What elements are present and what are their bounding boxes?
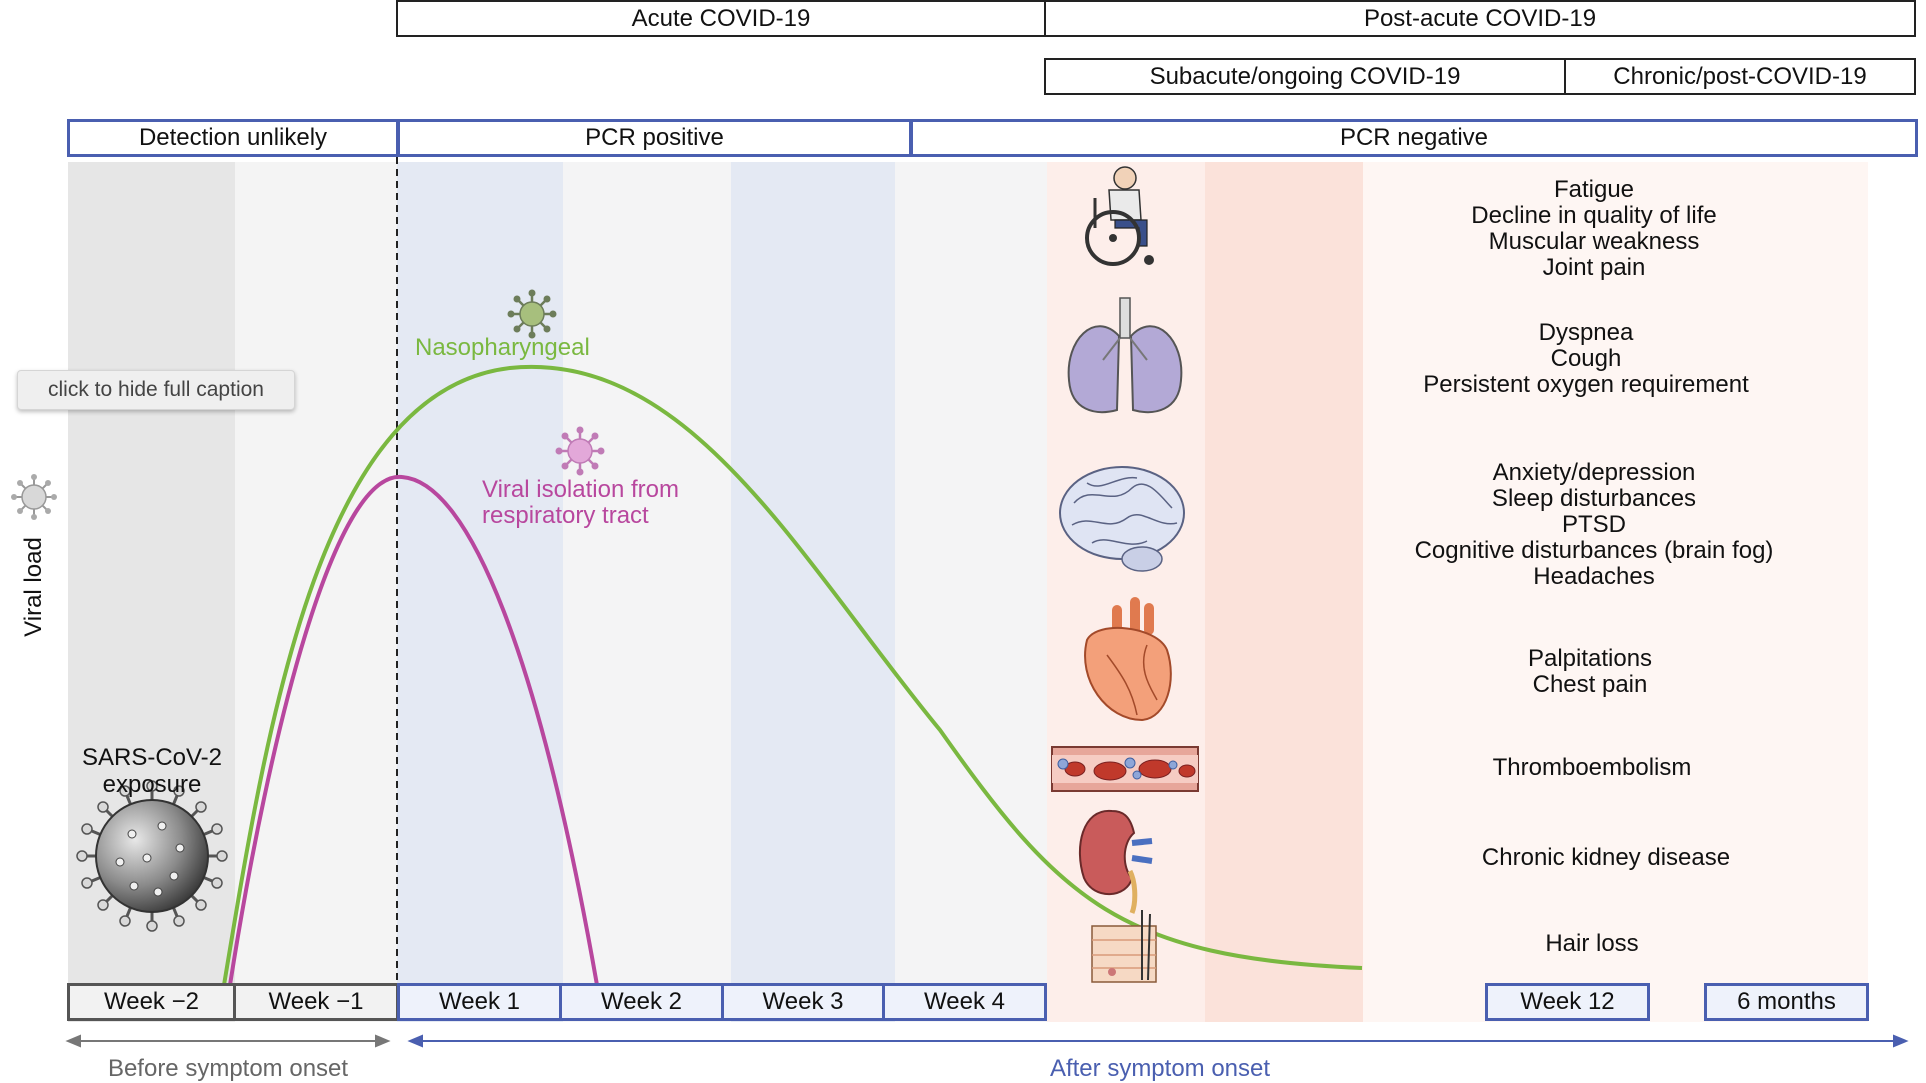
viral-isolation-curve (228, 474, 599, 986)
week-4-box: Week 4 (882, 983, 1047, 1021)
symptom-group-general: Fatigue Decline in quality of life Muscu… (1471, 177, 1716, 281)
pcr-positive-label: PCR positive (585, 124, 724, 151)
symptom-item: Muscular weakness (1488, 228, 1700, 255)
symptom-item: Chest pain (1532, 671, 1648, 698)
week-12-box: Week 12 (1485, 983, 1650, 1021)
hide-caption-button[interactable]: click to hide full caption (17, 370, 295, 410)
viral-isolation-label-line1: Viral isolation from (482, 476, 679, 503)
heart-icon (1084, 597, 1172, 722)
band-week2 (563, 162, 731, 1022)
week-label: 6 months (1737, 988, 1836, 1015)
wheelchair-icon (1085, 166, 1154, 266)
blood-vessel-icon (1051, 746, 1199, 792)
acute-covid-box: Acute COVID-19 (396, 0, 1046, 37)
kidney-icon (1078, 809, 1153, 914)
symptom-item: Chronic kidney disease (1481, 844, 1731, 871)
week-label: Week 2 (601, 988, 682, 1015)
band-post3 (1363, 162, 1868, 1022)
symptom-item: Sleep disturbances (1491, 485, 1697, 512)
detection-unlikely-box: Detection unlikely (67, 119, 399, 157)
subacute-covid-label: Subacute/ongoing COVID-19 (1149, 62, 1461, 90)
viral-load-virus-icon (11, 474, 57, 520)
symptom-group-neuro: Anxiety/depression Sleep disturbances PT… (1415, 460, 1774, 590)
symptom-group-vascular: Thromboembolism (1493, 755, 1692, 781)
band-week3 (731, 162, 895, 1022)
six-months-box: 6 months (1704, 983, 1869, 1021)
symptom-item: Cough (1550, 345, 1622, 372)
nasopharyngeal-curve (222, 364, 1363, 986)
pink-virus-icon (555, 426, 605, 476)
before-onset-arrow (65, 1034, 391, 1048)
chronic-covid-box: Chronic/post-COVID-19 (1564, 58, 1916, 95)
viral-isolation-label-line2: respiratory tract (482, 502, 649, 529)
exposure-label: SARS-CoV-2 exposure (82, 744, 222, 798)
symptom-item: Anxiety/depression (1492, 459, 1696, 486)
exposure-label-line1: SARS-CoV-2 (81, 744, 223, 771)
week-label: Week 4 (924, 988, 1005, 1015)
week-3-box: Week 3 (721, 983, 885, 1021)
viral-load-axis-label: Viral load (20, 537, 47, 637)
nasopharyngeal-label: Nasopharyngeal (415, 334, 590, 361)
symptom-item: PTSD (1561, 511, 1627, 538)
detection-unlikely-label: Detection unlikely (138, 124, 328, 151)
post-acute-covid-label: Post-acute COVID-19 (1363, 4, 1597, 32)
brain-icon (1059, 466, 1185, 572)
subacute-covid-box: Subacute/ongoing COVID-19 (1044, 58, 1566, 95)
symptom-group-cardiac: Palpitations Chest pain (1528, 646, 1652, 698)
pcr-negative-label: PCR negative (1339, 124, 1489, 151)
band-post2 (1205, 162, 1363, 1022)
symptom-item: Hair loss (1545, 930, 1639, 957)
symptom-item: Dyspnea (1538, 319, 1634, 346)
sars-cov-2-virus-icon (76, 780, 228, 932)
week-label: Week 1 (439, 988, 520, 1015)
post-acute-covid-box: Post-acute COVID-19 (1044, 0, 1916, 37)
lungs-icon (1067, 297, 1183, 414)
symptom-item: Joint pain (1542, 254, 1646, 281)
week-minus1-box: Week −1 (233, 983, 399, 1021)
symptom-group-renal: Chronic kidney disease (1482, 845, 1730, 871)
week-label: Week 3 (762, 988, 844, 1015)
symptom-item: Fatigue (1553, 176, 1635, 203)
week-1-box: Week 1 (397, 983, 562, 1021)
exposure-label-line2: exposure (102, 771, 202, 798)
week-label: Week −2 (104, 988, 199, 1015)
week-label: Week −1 (268, 988, 364, 1015)
symptom-group-skin: Hair loss (1545, 931, 1638, 957)
week-minus2-box: Week −2 (67, 983, 236, 1021)
symptom-item: Thromboembolism (1492, 754, 1692, 781)
symptom-item: Cognitive disturbances (brain fog) (1414, 537, 1774, 564)
symptom-item: Palpitations (1527, 645, 1653, 672)
band-week4 (895, 162, 1047, 1022)
symptom-item: Headaches (1533, 563, 1655, 590)
pcr-negative-box: PCR negative (910, 119, 1918, 157)
symptom-item: Persistent oxygen requirement (1423, 371, 1749, 398)
pcr-positive-box: PCR positive (397, 119, 912, 157)
viral-isolation-label: Viral isolation from respiratory tract (482, 477, 679, 529)
green-virus-icon (507, 289, 557, 339)
week-label: Week 12 (1520, 988, 1615, 1015)
symptom-group-respiratory: Dyspnea Cough Persistent oxygen requirem… (1423, 320, 1749, 398)
band-week-minus1 (235, 162, 397, 1022)
after-onset-label: After symptom onset (1049, 1055, 1271, 1082)
skin-hair-icon (1091, 910, 1157, 983)
before-onset-label: Before symptom onset (107, 1055, 349, 1082)
chronic-covid-label: Chronic/post-COVID-19 (1613, 62, 1867, 90)
after-onset-arrow (407, 1034, 1909, 1048)
acute-covid-label: Acute COVID-19 (631, 4, 811, 32)
week-2-box: Week 2 (559, 983, 724, 1021)
symptom-item: Decline in quality of life (1471, 202, 1717, 229)
